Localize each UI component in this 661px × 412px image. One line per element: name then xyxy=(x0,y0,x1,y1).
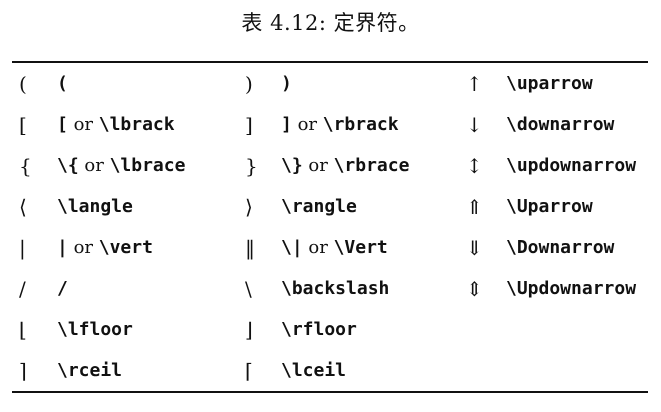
delimiter-symbol: ⌊ xyxy=(19,317,27,342)
delimiter-symbol: ⇕ xyxy=(466,276,483,301)
delimiter-command: \rceil xyxy=(57,350,238,391)
delimiter-command: \rangle xyxy=(281,186,456,227)
delimiter-command: \updownarrow xyxy=(506,145,648,186)
delimiter-symbol: ⇑ xyxy=(466,194,483,219)
delimiter-symbol: | xyxy=(19,235,26,260)
delimiter-command: \} or \rbrace xyxy=(281,145,456,186)
or-text: or xyxy=(67,237,99,258)
delimiter-symbol xyxy=(456,350,506,391)
delimiter-command: \backslash xyxy=(281,268,456,309)
or-text: or xyxy=(78,155,110,176)
latex-command-text: \Uparrow xyxy=(506,196,593,217)
latex-command-text: ] xyxy=(281,114,292,135)
table-body: (())↑\uparrow[[ or \lbrack]] or \rbrack↓… xyxy=(12,63,648,391)
delimiter-command: \lfloor xyxy=(57,309,238,350)
latex-command-text: \lbrack xyxy=(98,114,175,135)
delimiter-symbol xyxy=(456,309,506,350)
delimiter-symbol: ↓ xyxy=(466,112,483,137)
table-caption: 表 4.12: 定界符。 xyxy=(241,11,420,35)
delimiter-symbol: / xyxy=(19,276,26,301)
delimiter-command: / xyxy=(57,268,238,309)
delimiter-symbol: ↑ xyxy=(466,71,483,96)
latex-command-text: \lbrace xyxy=(109,155,186,176)
latex-command-text: ( xyxy=(57,73,68,94)
or-text: or xyxy=(67,114,99,135)
delimiter-command: \langle xyxy=(57,186,238,227)
latex-command-text: \updownarrow xyxy=(506,155,637,176)
latex-command-text: \downarrow xyxy=(506,114,615,135)
delimiter-command xyxy=(506,350,648,391)
latex-command-text: \Downarrow xyxy=(506,237,615,258)
latex-command-text: \rbrace xyxy=(333,155,410,176)
delimiter-symbol: ⌉ xyxy=(19,358,27,383)
latex-command-text: \lfloor xyxy=(57,319,133,340)
latex-command-text: \rfloor xyxy=(281,319,357,340)
delimiter-command: \uparrow xyxy=(506,63,648,104)
delimiter-symbol: ⟩ xyxy=(245,194,253,219)
latex-command-text: \Vert xyxy=(333,237,388,258)
latex-command-text: \vert xyxy=(98,237,153,258)
latex-command-text: \{ xyxy=(57,155,79,176)
latex-command-text: \Updownarrow xyxy=(506,278,637,299)
delimiter-symbol: ⌈ xyxy=(245,358,253,383)
delimiter-command: ) xyxy=(281,63,456,104)
delimiter-symbol: ⟨ xyxy=(19,194,27,219)
or-text: or xyxy=(291,114,323,135)
latex-command-text: \} xyxy=(281,155,303,176)
latex-command-text: | xyxy=(57,237,68,258)
delimiter-command: \| or \Vert xyxy=(281,227,456,268)
delimiter-symbol: ⌋ xyxy=(245,317,253,342)
latex-command-text: \rceil xyxy=(57,360,123,381)
latex-command-text: / xyxy=(57,278,68,299)
delimiter-command: [ or \lbrack xyxy=(57,104,238,145)
latex-command-text: \rangle xyxy=(281,196,357,217)
delimiter-command: \rfloor xyxy=(281,309,456,350)
or-text: or xyxy=(302,237,334,258)
delimiter-command: \downarrow xyxy=(506,104,648,145)
delimiters-table: (())↑\uparrow[[ or \lbrack]] or \rbrack↓… xyxy=(12,61,648,393)
delimiter-symbol: \ xyxy=(245,276,252,301)
delimiter-symbol: ] xyxy=(245,112,253,137)
delimiter-command: ] or \rbrack xyxy=(281,104,456,145)
delimiter-command: \Uparrow xyxy=(506,186,648,227)
delimiter-command: ( xyxy=(57,63,238,104)
latex-command-text: \backslash xyxy=(281,278,390,299)
delimiter-symbol: } xyxy=(245,153,258,178)
latex-command-text: \langle xyxy=(57,196,133,217)
delimiter-command: \Updownarrow xyxy=(506,268,648,309)
delimiter-symbol: ↕ xyxy=(466,153,483,178)
latex-command-text: \rbrack xyxy=(322,114,399,135)
delimiter-command: \Downarrow xyxy=(506,227,648,268)
latex-command-text: [ xyxy=(57,114,68,135)
latex-command-text: \| xyxy=(281,237,303,258)
latex-command-text: \uparrow xyxy=(506,73,593,94)
latex-command-text: ) xyxy=(281,73,292,94)
table-top-rule xyxy=(12,61,648,63)
delimiter-symbol: ( xyxy=(19,71,27,96)
delimiter-symbol: [ xyxy=(19,112,27,137)
delimiter-symbol: ⇓ xyxy=(466,235,483,260)
latex-command-text: \lceil xyxy=(281,360,347,381)
delimiter-symbol: ‖ xyxy=(245,235,255,260)
delimiter-symbol: { xyxy=(19,153,32,178)
delimiter-command: \{ or \lbrace xyxy=(57,145,238,186)
delimiter-command: \lceil xyxy=(281,350,456,391)
delimiter-command: | or \vert xyxy=(57,227,238,268)
delimiter-symbol: ) xyxy=(245,71,253,96)
or-text: or xyxy=(302,155,334,176)
delimiter-command xyxy=(506,309,648,350)
table-bottom-rule xyxy=(12,391,648,393)
